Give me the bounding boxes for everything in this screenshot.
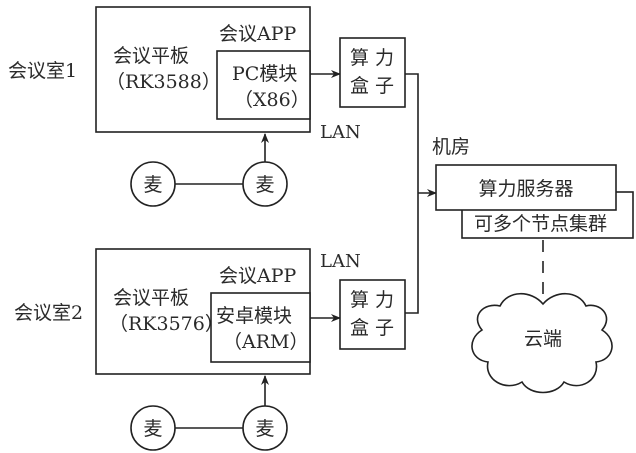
room1-tablet-name: 会议平板 bbox=[113, 45, 189, 67]
room1-mic-right-label: 麦 bbox=[255, 174, 274, 196]
room2-module-name: 安卓模块 bbox=[216, 305, 292, 327]
compute-box-1-line2: 盒 子 bbox=[350, 75, 394, 97]
compute-server-label: 算力服务器 bbox=[478, 178, 573, 200]
room2-module-arch: （ARM） bbox=[223, 331, 308, 353]
room1-module-arch: （X86） bbox=[234, 89, 310, 111]
room1-label: 会议室1 bbox=[8, 60, 77, 82]
room2-label: 会议室2 bbox=[14, 302, 83, 324]
room2-tablet-model: （RK3576） bbox=[109, 313, 224, 335]
lan-bus-line bbox=[405, 73, 419, 314]
room1-lan-label: LAN bbox=[320, 122, 361, 143]
compute-box-2 bbox=[339, 279, 406, 350]
compute-box-1-line1: 算 力 bbox=[350, 47, 394, 69]
room2-app-label: 会议APP bbox=[219, 265, 297, 287]
room2-mic-right-label: 麦 bbox=[255, 418, 274, 440]
cluster-label: 可多个节点集群 bbox=[474, 213, 607, 235]
compute-box-1 bbox=[339, 37, 406, 108]
room2-android-module-box bbox=[210, 292, 311, 363]
compute-server-box bbox=[435, 164, 617, 211]
room1-tablet-model: （RK3588） bbox=[106, 71, 221, 93]
room2-tablet-name: 会议平板 bbox=[113, 287, 189, 309]
room1-module-name: PC模块 bbox=[232, 63, 297, 85]
machine-room-label: 机房 bbox=[432, 136, 470, 158]
compute-box-2-line2: 盒 子 bbox=[350, 317, 394, 339]
room2-mic-left-label: 麦 bbox=[143, 418, 162, 440]
cloud-label: 云端 bbox=[524, 328, 562, 350]
room1-app-label: 会议APP bbox=[219, 23, 297, 45]
cloud-shape bbox=[471, 292, 613, 394]
room2-lan-label: LAN bbox=[320, 251, 361, 272]
room1-pc-module-box bbox=[216, 50, 311, 120]
compute-box-2-line1: 算 力 bbox=[350, 289, 394, 311]
room1-mic-left-label: 麦 bbox=[143, 174, 162, 196]
